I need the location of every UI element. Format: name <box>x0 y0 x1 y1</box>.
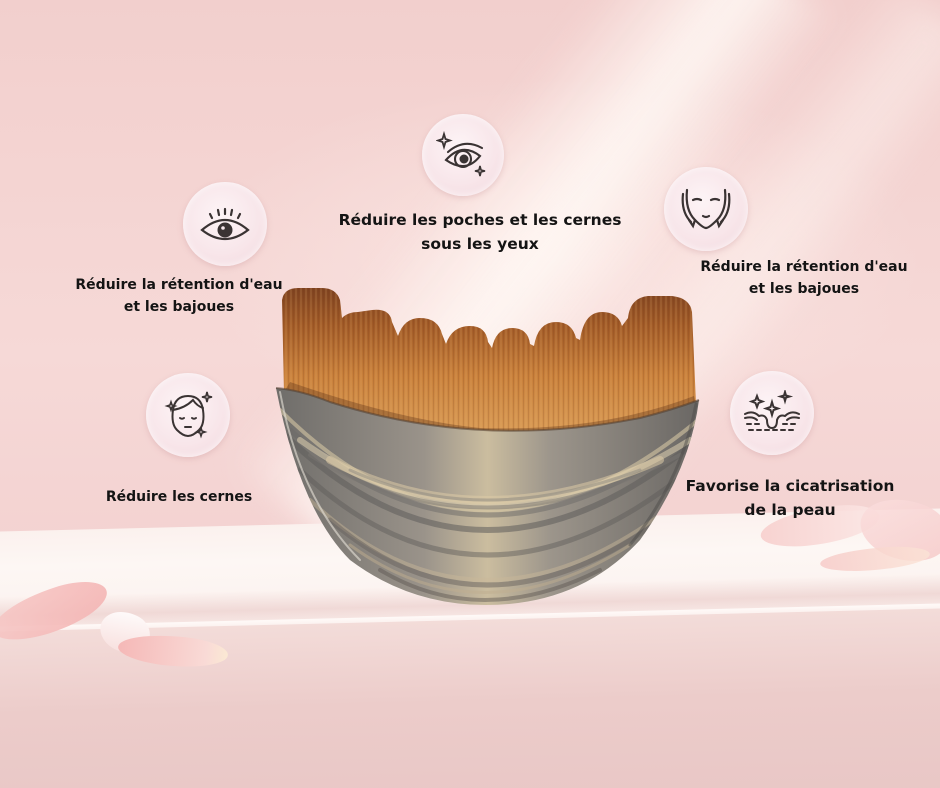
feature-caption: Réduire la rétention d'eau et les bajoue… <box>75 274 282 318</box>
face-sparkle-icon <box>164 391 213 439</box>
skin-repair-icon <box>744 390 800 431</box>
caption-line: Réduire la rétention d'eau <box>75 277 283 293</box>
caption-line: et les bajoues <box>123 299 235 315</box>
feature-caption: Réduire les cernes <box>106 486 252 508</box>
feature-badge <box>730 371 814 455</box>
caption-line: Réduire la rétention d'eau <box>700 259 908 275</box>
caption-line: Favorise la cicatrisation <box>685 477 895 495</box>
feature-caption: Réduire la rétention d'eau et les bajoue… <box>700 256 907 300</box>
feature-badge <box>183 182 267 266</box>
feature-caption: Favorise la cicatrisation de la peau <box>686 474 895 522</box>
feature-badge <box>422 114 504 196</box>
caption-line: sous les yeux <box>421 235 539 253</box>
caption-line: de la peau <box>744 501 836 519</box>
caption-line: et les bajoues <box>748 281 860 297</box>
feature-badge <box>146 373 230 457</box>
eye-sparkle-icon <box>436 130 486 177</box>
feature-caption: Réduire les poches et les cernes sous le… <box>339 208 622 256</box>
caption-line: Réduire les poches et les cernes <box>338 211 622 229</box>
face-jawline-icon <box>681 188 731 230</box>
eye-lashes-icon <box>200 207 250 241</box>
feature-badge <box>664 167 748 251</box>
caption-line: Réduire les cernes <box>105 489 253 505</box>
